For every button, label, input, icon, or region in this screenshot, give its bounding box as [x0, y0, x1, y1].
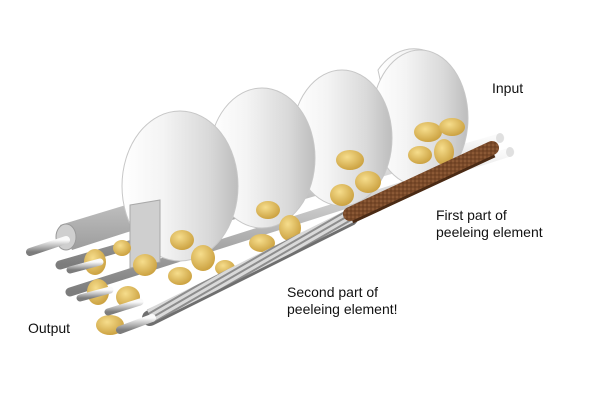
first-part-label-line1: First part of: [436, 207, 507, 223]
input-label: Input: [492, 80, 523, 97]
brush-roller: [343, 141, 499, 221]
potato: [439, 118, 465, 136]
rod-axle: [104, 298, 144, 316]
potato: [336, 150, 364, 170]
first-part-label-line2: peeleing element: [436, 224, 543, 240]
second-part-label: Second part of peeleing element!: [287, 284, 398, 318]
potato: [113, 240, 131, 256]
potato: [279, 215, 301, 241]
potato: [355, 171, 381, 193]
potato: [133, 254, 157, 276]
potato: [168, 267, 192, 285]
second-part-label-line2: peeleing element!: [287, 301, 398, 317]
rod-axle: [76, 286, 114, 302]
potato: [408, 146, 432, 164]
output-label-text: Output: [28, 320, 71, 336]
potato: [434, 139, 454, 165]
rod-end-cap: [496, 133, 504, 143]
shaft-axle: [26, 236, 70, 256]
second-part-label-line1: Second part of: [287, 284, 379, 300]
potato: [191, 245, 215, 271]
output-label: Output: [28, 320, 70, 337]
potato: [170, 230, 194, 250]
rod-axle: [66, 258, 104, 274]
potato: [256, 201, 280, 219]
potato: [330, 184, 354, 206]
rod-end-cap: [506, 147, 514, 157]
spiral-roller: [146, 209, 354, 323]
potatoes: [84, 118, 465, 335]
potato: [414, 122, 442, 142]
first-part-label: First part of peeleing element: [436, 207, 543, 241]
roller-axle: [116, 314, 156, 334]
potato: [249, 234, 275, 252]
input-label-text: Input: [492, 80, 524, 96]
peeling-rollers: [66, 141, 499, 334]
